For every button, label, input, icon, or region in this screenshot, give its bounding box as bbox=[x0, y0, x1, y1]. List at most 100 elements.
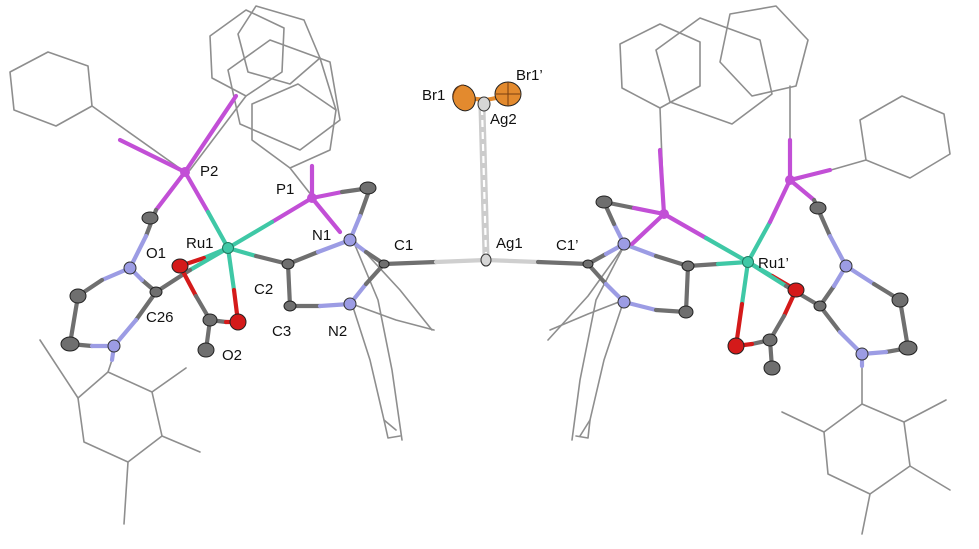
left-phosphine-substituents bbox=[9, 5, 341, 197]
label-c1: C1 bbox=[394, 237, 413, 254]
p-atom bbox=[659, 209, 669, 219]
n-atom bbox=[617, 237, 631, 251]
right-n-aryl-wires bbox=[547, 245, 625, 441]
aryl-wire bbox=[571, 245, 625, 441]
c-ag-bond bbox=[535, 259, 591, 267]
phenyl-ring bbox=[251, 83, 337, 169]
aryl-wire bbox=[351, 303, 397, 431]
bond-wire bbox=[903, 399, 947, 423]
aryl-wire bbox=[575, 419, 591, 439]
p-c-bond bbox=[787, 177, 817, 203]
ru-p-bond bbox=[745, 219, 773, 265]
ru1p-atom bbox=[742, 256, 754, 268]
phenyl-ring bbox=[619, 23, 701, 109]
atoms bbox=[60, 167, 918, 376]
c-p-bond bbox=[631, 205, 667, 217]
c-atom bbox=[69, 288, 87, 304]
c-c-bond bbox=[683, 263, 691, 315]
n-atom bbox=[855, 347, 869, 361]
bond-wire bbox=[319, 57, 337, 111]
label-c3: C3 bbox=[272, 323, 291, 340]
bond-wire bbox=[289, 167, 313, 197]
aryl-wire bbox=[351, 237, 403, 441]
acetate-c-atom bbox=[202, 313, 218, 327]
ru-p-bond bbox=[661, 211, 709, 241]
n1-atom bbox=[343, 233, 357, 247]
ag2-atom bbox=[477, 96, 491, 112]
label-br1p: Br1’ bbox=[516, 67, 543, 84]
c-ag-bond bbox=[381, 259, 439, 267]
label-ag1: Ag1 bbox=[496, 235, 523, 252]
label-c26: C26 bbox=[146, 309, 174, 326]
c-c-bond bbox=[67, 293, 81, 347]
label-n2: N2 bbox=[328, 323, 347, 340]
c-c-bond bbox=[285, 261, 293, 309]
ag-ag-contact bbox=[480, 107, 488, 257]
p2-atom bbox=[180, 167, 190, 177]
right-half-bonds bbox=[483, 137, 911, 371]
label-ru1p: Ru1’ bbox=[758, 255, 789, 272]
label-n1: N1 bbox=[312, 227, 331, 244]
ru-p-bond bbox=[225, 219, 275, 251]
p-c-bond bbox=[182, 93, 239, 175]
label-o1: O1 bbox=[146, 245, 166, 262]
phenyl-ring bbox=[655, 17, 773, 125]
label-br1: Br1 bbox=[422, 87, 445, 104]
bond-wire bbox=[107, 359, 113, 373]
bond-wire bbox=[161, 435, 201, 453]
agbr2-fragment bbox=[452, 81, 522, 257]
p1-atom bbox=[307, 193, 317, 203]
label-ag2: Ag2 bbox=[490, 111, 517, 128]
c-c-bond bbox=[897, 297, 911, 351]
o2-atom bbox=[229, 313, 247, 331]
p-c-bond bbox=[629, 211, 667, 247]
phenyl-ring bbox=[719, 5, 809, 97]
bond-wire bbox=[781, 411, 825, 433]
n-atom bbox=[123, 261, 137, 275]
c-ag-bond bbox=[483, 257, 541, 265]
ru-p-bond bbox=[182, 169, 211, 215]
c-atom bbox=[681, 260, 695, 272]
ru-p-bond bbox=[703, 235, 751, 265]
n2-atom bbox=[343, 297, 357, 311]
ellipsoid-octant bbox=[452, 84, 465, 99]
acetate-c-atom bbox=[762, 333, 778, 347]
c2-atom bbox=[281, 258, 295, 270]
bond-wire bbox=[123, 461, 129, 525]
c-atom bbox=[891, 292, 909, 308]
o1-atom bbox=[171, 258, 189, 274]
c-atom bbox=[678, 305, 694, 319]
c-ag-bond bbox=[433, 257, 489, 265]
methyl-c-atom bbox=[763, 360, 781, 376]
bond-wire bbox=[861, 493, 871, 535]
label-o2: O2 bbox=[222, 347, 242, 364]
ru-o-bond bbox=[739, 259, 751, 307]
p-c-bond bbox=[117, 137, 188, 175]
bond-wire bbox=[151, 367, 187, 393]
n-atom bbox=[839, 259, 853, 273]
phenyl-ring bbox=[859, 95, 951, 179]
label-c2: C2 bbox=[254, 281, 273, 298]
ch2-atom bbox=[359, 181, 377, 195]
phenyl-ring bbox=[209, 9, 285, 97]
ch2-atom bbox=[595, 195, 613, 209]
p-c-bond bbox=[153, 169, 188, 213]
ag1-atom bbox=[480, 253, 492, 267]
ru-c-bond bbox=[187, 245, 231, 273]
aryl-wire bbox=[351, 303, 435, 331]
aryl-wire bbox=[383, 419, 401, 439]
p-c-bond bbox=[309, 195, 343, 235]
n-atom bbox=[107, 339, 121, 353]
c1-atom bbox=[378, 259, 390, 269]
ru-p-bond bbox=[205, 209, 231, 251]
right-phosphine-substituents bbox=[619, 5, 951, 213]
phenyl-ring bbox=[227, 39, 341, 151]
o-atom bbox=[727, 337, 745, 355]
phenyl-ring bbox=[9, 51, 93, 127]
ch2-atom bbox=[141, 211, 159, 225]
label-c1p: C1’ bbox=[556, 237, 579, 254]
bond-wire bbox=[91, 105, 186, 173]
methyl-c-atom bbox=[197, 342, 215, 358]
right-mesityl-group bbox=[781, 365, 951, 535]
